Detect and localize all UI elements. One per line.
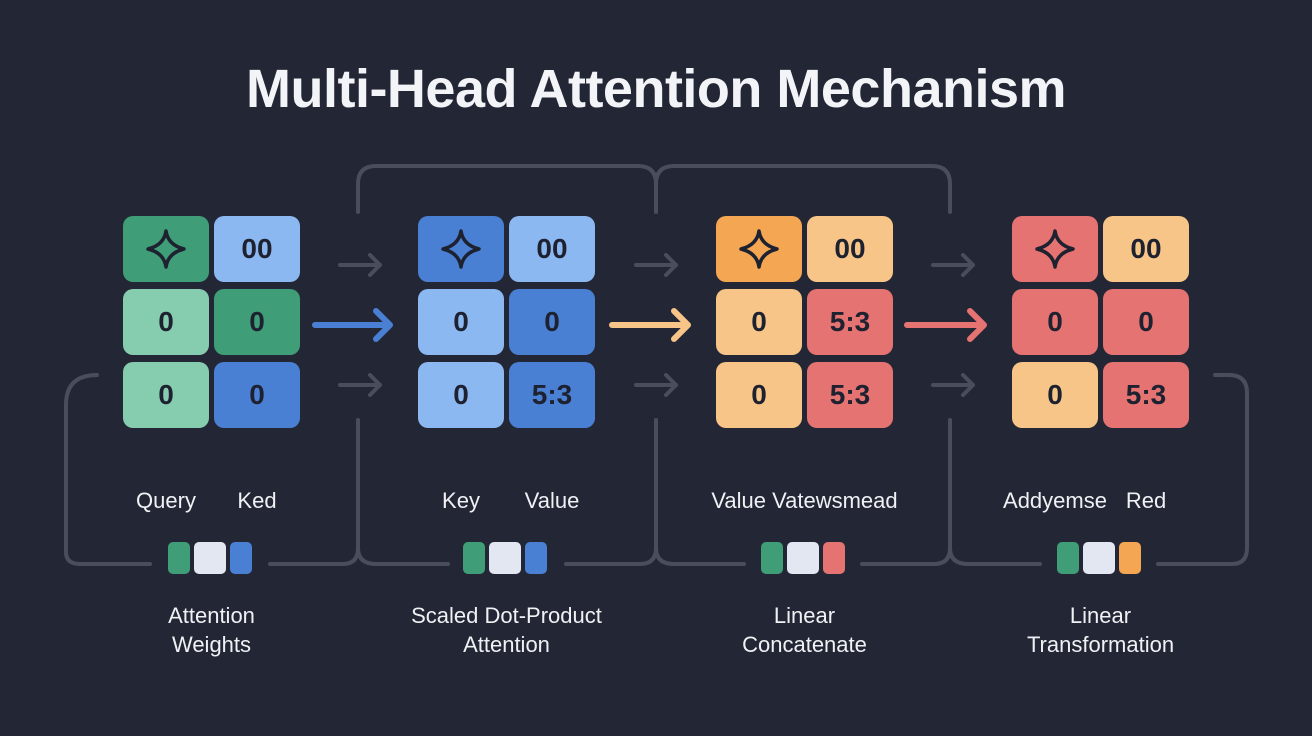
caption-line: Linear — [773, 603, 836, 628]
stage-label: Ked — [237, 488, 277, 513]
matrix-cell: 0 — [1103, 289, 1189, 355]
legend-chip — [786, 542, 819, 574]
caption-line: Scaled Dot-Product — [411, 603, 602, 628]
legend-chip — [1056, 542, 1079, 574]
matrix-cell: 5:3 — [807, 289, 893, 355]
sparkle-icon — [146, 229, 186, 269]
matrix-cell-icon — [123, 216, 209, 282]
legend-chip — [229, 542, 252, 574]
arrow-right-icon — [931, 253, 975, 277]
connector-stage4-left — [948, 546, 1042, 566]
matrix-cell: 00 — [1103, 216, 1189, 282]
legend-chip — [1118, 542, 1141, 574]
caption-line: Attention — [168, 603, 255, 628]
legend-chip — [193, 542, 226, 574]
matrix-cell: 0 — [123, 289, 209, 355]
diagram-title: Multi-Head Attention Mechanism — [245, 59, 1067, 119]
connector-stage2-stage3 — [564, 418, 658, 566]
flow-arrow — [904, 308, 987, 342]
flow-arrow — [609, 308, 691, 342]
connector-stage3-left — [654, 546, 746, 566]
stage-label: Value Vatewsmead — [711, 488, 898, 513]
matrix-cell: 0 — [716, 362, 802, 428]
matrix-cell: 5:3 — [1103, 362, 1189, 428]
stage-legend — [167, 542, 252, 574]
caption-line: Concatenate — [742, 632, 867, 657]
matrix-cell-icon — [1012, 216, 1098, 282]
stage-legend — [1056, 542, 1141, 574]
stage-legend — [760, 542, 845, 574]
matrix-cell: 0 — [418, 362, 504, 428]
connector-left-bracket — [64, 373, 152, 566]
connector-right-bracket — [1156, 373, 1249, 566]
flow-arrow — [312, 308, 393, 342]
stage-label: Red — [1125, 488, 1167, 513]
arrow-right-icon — [931, 373, 975, 397]
matrix-cell: 0 — [214, 362, 300, 428]
legend-chip — [760, 542, 783, 574]
caption-line: Weights — [171, 632, 252, 657]
matrix-cell: 0 — [418, 289, 504, 355]
connector-top-span-1 — [356, 164, 658, 214]
matrix-cell: 0 — [214, 289, 300, 355]
matrix-cell: 0 — [509, 289, 595, 355]
stage-label: Query — [136, 488, 196, 513]
connector-stage1-stage2 — [268, 418, 360, 566]
matrix-cell-icon — [716, 216, 802, 282]
matrix-cell: 00 — [807, 216, 893, 282]
sparkle-icon — [1035, 229, 1075, 269]
stage-legend — [462, 542, 547, 574]
legend-chip — [462, 542, 485, 574]
arrow-right-icon — [338, 253, 382, 277]
connector-stage2-left — [356, 546, 450, 566]
matrix-cell: 0 — [716, 289, 802, 355]
sparkle-icon — [739, 229, 779, 269]
matrix-cell: 0 — [1012, 362, 1098, 428]
matrix-cell-icon — [418, 216, 504, 282]
caption-line: Linear — [1069, 603, 1132, 628]
matrix-cell: 0 — [1012, 289, 1098, 355]
caption-line: Transformation — [1026, 632, 1175, 657]
arrow-right-icon — [338, 373, 382, 397]
legend-chip — [524, 542, 547, 574]
legend-chip — [1082, 542, 1115, 574]
stage-label: Key — [442, 488, 480, 513]
stage-label: Addyemse — [1003, 488, 1107, 513]
legend-chip — [167, 542, 190, 574]
matrix-cell: 00 — [214, 216, 300, 282]
sparkle-icon — [441, 229, 481, 269]
legend-chip — [488, 542, 521, 574]
legend-chip — [822, 542, 845, 574]
matrix-cell: 0 — [123, 362, 209, 428]
matrix-cell: 5:3 — [509, 362, 595, 428]
arrow-right-icon — [634, 253, 678, 277]
caption-line: Attention — [463, 632, 550, 657]
arrow-right-icon — [634, 373, 678, 397]
connector-top-span-2 — [654, 164, 952, 214]
stage-label: Value — [524, 488, 580, 513]
matrix-cell: 00 — [509, 216, 595, 282]
matrix-cell: 5:3 — [807, 362, 893, 428]
